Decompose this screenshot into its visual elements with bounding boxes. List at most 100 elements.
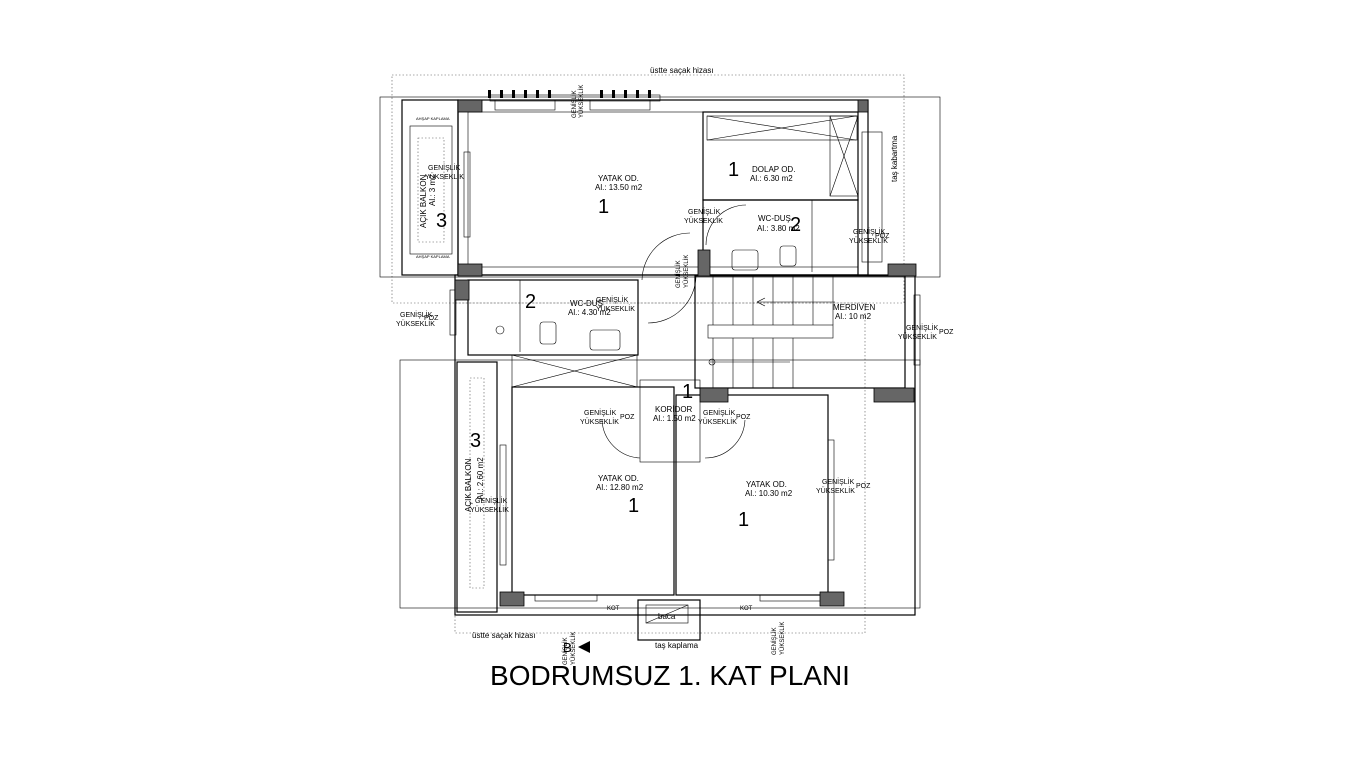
svg-text:POZ: POZ <box>856 483 871 490</box>
room-wc-top: WC-DUŞ Al.: 3.80 m2 2 <box>757 214 801 236</box>
svg-text:Al.: 10 m2: Al.: 10 m2 <box>835 312 872 321</box>
svg-text:GENİŞLİK: GENİŞLİK <box>703 408 736 417</box>
room-dressing: DOLAP OD. Al.: 6.30 m2 1 <box>728 159 795 183</box>
svg-text:YATAK OD.: YATAK OD. <box>598 174 639 183</box>
staircase-wall <box>694 275 906 389</box>
lower-block-wall <box>454 274 916 616</box>
svg-text:GENİŞLİK: GENİŞLİK <box>584 408 617 417</box>
svg-text:KORİDOR: KORİDOR <box>655 405 693 414</box>
window-tag: GENİŞLİK YÜKSEKLİK POZ <box>580 408 635 426</box>
svg-text:GENİŞLİK: GENİŞLİK <box>822 477 855 486</box>
svg-text:YATAK OD.: YATAK OD. <box>746 480 787 489</box>
wood-label-1: AHŞAP KAPLAMA <box>416 116 450 121</box>
window-tag: GENİŞLİK YÜKSEKLİK <box>562 632 577 665</box>
svg-text:POZ: POZ <box>424 315 439 322</box>
window-tag: GENİŞLİK YÜKSEKLİK <box>675 255 690 288</box>
roof-outline-bottom <box>399 359 921 609</box>
room-balcony-top: AÇIK BALKON Al.: 3 m2 3 <box>419 174 447 232</box>
eaves-outline-lower <box>454 302 866 634</box>
chimney-label: baca <box>658 612 676 621</box>
window-tag: GENİŞLİK YÜKSEKLİK <box>571 85 585 118</box>
svg-text:GENİŞLİK: GENİŞLİK <box>428 163 461 172</box>
svg-text:AÇIK BALKON: AÇIK BALKON <box>464 458 473 512</box>
svg-text:YÜKSEKLİK: YÜKSEKLİK <box>683 255 690 288</box>
svg-text:WC-DUŞ: WC-DUŞ <box>758 214 791 223</box>
upper-block-inner <box>467 111 859 268</box>
window-tag: GENİŞLİK YÜKSEKLİK <box>596 295 635 313</box>
window-tag: GENİŞLİK YÜKSEKLİK <box>470 496 509 514</box>
svg-text:YÜKSEKLİK: YÜKSEKLİK <box>570 632 577 665</box>
svg-text:3: 3 <box>470 430 481 452</box>
window-tag: GENİŞLİK YÜKSEKLİK <box>771 622 786 655</box>
svg-text:GENİŞLİK: GENİŞLİK <box>475 496 508 505</box>
plan-title: BODRUMSUZ 1. KAT PLANI <box>490 660 850 691</box>
svg-text:1: 1 <box>598 196 609 218</box>
svg-text:3: 3 <box>436 210 447 232</box>
balcony-bottom-pattern <box>469 377 485 589</box>
svg-text:YÜKSEKLİK: YÜKSEKLİK <box>698 417 737 426</box>
svg-text:YÜKSEKLİK: YÜKSEKLİK <box>596 304 635 313</box>
svg-text:POZ: POZ <box>620 414 635 421</box>
svg-text:YÜKSEKLİK: YÜKSEKLİK <box>849 236 888 245</box>
corridor <box>639 379 701 463</box>
stair-treads <box>707 276 835 388</box>
svg-text:2: 2 <box>525 291 536 313</box>
svg-text:Al.: 3.80 m2: Al.: 3.80 m2 <box>757 224 800 233</box>
eaves-outline <box>391 74 905 304</box>
balcony-top-pattern <box>417 137 445 243</box>
window-tag: GENİŞLİK YÜKSEKLİK <box>425 163 464 181</box>
svg-text:GENİŞLİK: GENİŞLİK <box>400 310 433 319</box>
svg-text:B: B <box>563 640 572 655</box>
svg-text:GENİŞLİK: GENİŞLİK <box>688 207 721 216</box>
svg-text:Al.: 12.80 m2: Al.: 12.80 m2 <box>596 483 644 492</box>
svg-text:Al.: 10.30 m2: Al.: 10.30 m2 <box>745 489 793 498</box>
svg-text:GENİŞLİK: GENİŞLİK <box>906 323 939 332</box>
kot-label-1: KOT <box>607 606 620 612</box>
upper-block-wall <box>457 99 869 276</box>
svg-text:Al.: 13.50 m2: Al.: 13.50 m2 <box>595 183 643 192</box>
room-stairs: MERDİVEN Al.: 10 m2 <box>833 303 875 321</box>
window-tag: GENİŞLİK YÜKSEKLİK POZ <box>816 477 871 495</box>
svg-text:GENİŞLİK: GENİŞLİK <box>562 637 569 665</box>
svg-text:Al.: 3 m2: Al.: 3 m2 <box>428 174 437 206</box>
window-tag: GENİŞLİK YÜKSEKLİK POZ <box>396 310 439 328</box>
roof-ridge-marks <box>488 90 651 98</box>
eaves-label-bottom: üstte saçak hizası <box>472 631 536 640</box>
svg-text:YÜKSEKLİK: YÜKSEKLİK <box>898 332 937 341</box>
room-bedroom-lower-right: YATAK OD. Al.: 10.30 m2 1 <box>738 480 793 531</box>
chimney-box <box>637 599 701 641</box>
svg-text:Al.: 2.60 m2: Al.: 2.60 m2 <box>476 457 485 500</box>
dressing-room-wall <box>702 111 859 201</box>
svg-text:Al.: 6.30 m2: Al.: 6.30 m2 <box>750 174 793 183</box>
svg-text:DOLAP OD.: DOLAP OD. <box>752 165 795 174</box>
svg-text:YÜKSEKLİK: YÜKSEKLİK <box>779 622 786 655</box>
svg-text:YÜKSEKLİK: YÜKSEKLİK <box>470 505 509 514</box>
structural-columns <box>454 99 917 607</box>
room-wc-mid: WC-DUŞ Al.: 4.30 m2 2 <box>525 291 611 317</box>
window-tag: GENİŞLİK YÜKSEKLİK POZ <box>849 227 890 245</box>
window-tag: GENİŞLİK YÜKSEKLİK POZ <box>698 408 751 426</box>
balcony-top-inner <box>409 125 453 255</box>
svg-text:YÜKSEKLİK: YÜKSEKLİK <box>578 85 585 118</box>
svg-text:1: 1 <box>628 495 639 517</box>
svg-text:POZ: POZ <box>939 329 954 336</box>
wood-label-2: AHŞAP KAPLAMA <box>416 254 450 259</box>
svg-text:Al.: 4.30 m2: Al.: 4.30 m2 <box>568 308 611 317</box>
kot-label-2: KOT <box>740 606 753 612</box>
svg-text:WC-DUŞ: WC-DUŞ <box>570 299 603 308</box>
svg-text:POZ: POZ <box>736 414 751 421</box>
eaves-label-top: üstte saçak hizası <box>650 66 714 75</box>
svg-text:YÜKSEKLİK: YÜKSEKLİK <box>816 486 855 495</box>
room-bedroom-top: YATAK OD. Al.: 13.50 m2 1 <box>595 174 643 218</box>
room-bedroom-lower-left: YATAK OD. Al.: 12.80 m2 1 <box>596 474 644 517</box>
svg-text:GENİŞLİK: GENİŞLİK <box>771 627 778 655</box>
svg-text:YÜKSEKLİK: YÜKSEKLİK <box>580 417 619 426</box>
svg-text:YÜKSEKLİK: YÜKSEKLİK <box>396 319 435 328</box>
svg-text:1: 1 <box>682 381 693 403</box>
svg-text:GENİŞLİK: GENİŞLİK <box>571 90 578 118</box>
svg-text:GENİŞLİK: GENİŞLİK <box>675 260 682 288</box>
window-tag: GENİŞLİK YÜKSEKLİK POZ <box>898 323 954 341</box>
wc-top-wall <box>702 199 859 276</box>
svg-text:1: 1 <box>728 159 739 181</box>
